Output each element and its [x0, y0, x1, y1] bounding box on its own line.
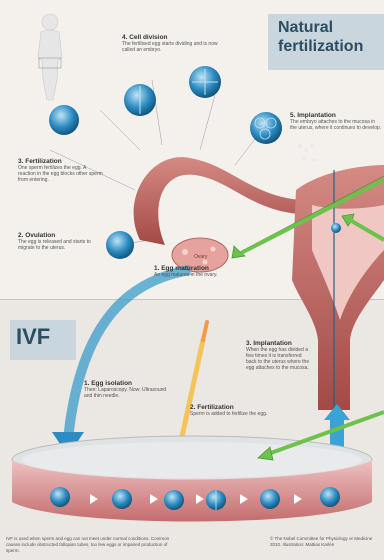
embryo-4-cell [189, 66, 221, 98]
step-implantation-ivf-body: When the egg has divided a few times it … [246, 347, 312, 371]
step-ovulation-title: 2. Ovulation [18, 232, 106, 239]
step-egg-isolation: 1. Egg isolation Then: Laparoscopy. Now:… [84, 380, 172, 399]
woman-silhouette [38, 14, 62, 100]
footer-note: IVF is used when sperm and egg can not m… [6, 536, 182, 554]
step-fertilization-natural-body: One sperm fertilizes the egg. A reaction… [18, 165, 104, 183]
step-ovulation: 2. Ovulation The egg is released and sta… [18, 232, 106, 251]
step-egg-isolation-body: Then: Laparoscopy. Now: Ultrasound and t… [84, 387, 172, 399]
petri-dish [12, 436, 372, 522]
step-implantation-natural-title: 5. Implantation [290, 112, 382, 119]
step-cell-division: 4. Cell division The fertilised egg star… [122, 34, 232, 53]
step-fertilization-ivf: 2. Fertilization Sperm is added to ferti… [190, 404, 270, 417]
step-implantation-ivf-title: 3. Implantation [246, 340, 312, 347]
step-fertilization-natural: 3. Fertilization One sperm fertilizes th… [18, 158, 104, 183]
step-implantation-ivf: 3. Implantation When the egg has divided… [246, 340, 312, 371]
step-fertilization-natural-title: 3. Fertilization [18, 158, 104, 165]
egg-cell-ovulation [106, 231, 134, 259]
step-implantation-natural: 5. Implantation The embryo attaches to t… [290, 112, 382, 131]
footer-credit: © The Nobel Committee for Physiology or … [270, 536, 382, 548]
step-egg-maturation-title: 1. Egg maturation [154, 265, 264, 272]
pipette [180, 322, 207, 446]
step-ovulation-body: The egg is released and starts to migrat… [18, 239, 106, 251]
ovary-label: Ovary [194, 254, 208, 260]
ivf-transfer-arrow [68, 270, 190, 440]
fallopian-tube [134, 157, 300, 245]
step-egg-maturation-body: An egg matures in the ovary. [154, 272, 264, 278]
embryo-8-cell [250, 112, 282, 144]
step-implantation-natural-body: The embryo attaches to the mucosa in the… [290, 119, 382, 131]
egg-cell-fertilization [49, 105, 79, 135]
step-fertilization-ivf-body: Sperm is added to fertilize the egg. [190, 411, 270, 417]
step-egg-maturation: 1. Egg maturation An egg matures in the … [154, 265, 264, 278]
step-cell-division-title: 4. Cell division [122, 34, 232, 41]
embryo-2-cell [124, 84, 156, 116]
step-fertilization-ivf-title: 2. Fertilization [190, 404, 270, 411]
step-egg-isolation-title: 1. Egg isolation [84, 380, 172, 387]
step-cell-division-body: The fertilised egg starts dividing and i… [122, 41, 232, 53]
